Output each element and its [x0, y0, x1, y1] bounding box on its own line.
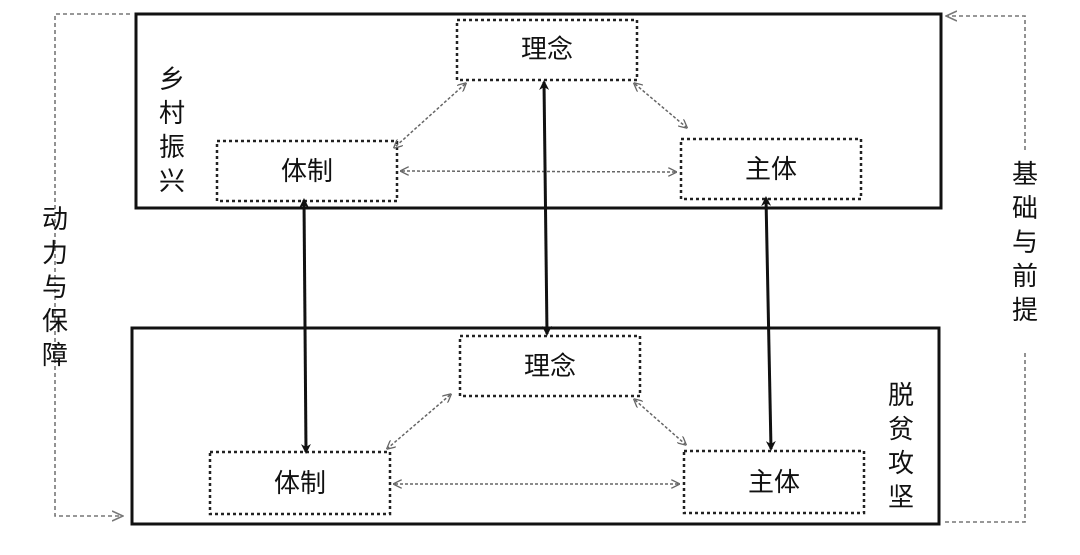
top-concept-system-link — [395, 84, 465, 147]
bottom-concept-subject-link — [635, 400, 685, 444]
top-concept-subject-link — [635, 84, 686, 127]
right-side-label: 基 础 与 前 提 — [1012, 160, 1038, 326]
svg-text:础: 础 — [1012, 194, 1038, 224]
top-panel-title: 乡 村 振 兴 — [159, 65, 185, 197]
top-panel-frame — [134, 12, 943, 210]
top-subject-label: 主体 — [745, 155, 797, 185]
svg-text:保: 保 — [42, 307, 68, 337]
bottom-panel-title: 脱 贫 攻 坚 — [888, 381, 914, 513]
left-side-label: 动 力 与 保 障 — [42, 205, 68, 371]
svg-text:前: 前 — [1012, 262, 1038, 292]
bottom-concept-label: 理念 — [524, 352, 576, 382]
bottom-concept-system-link — [388, 395, 450, 448]
svg-text:兴: 兴 — [159, 167, 185, 197]
svg-text:村: 村 — [159, 99, 185, 129]
concept-vertical-link — [539, 80, 552, 336]
top-system-subject-link — [402, 171, 675, 172]
right-bracket-line-upper — [947, 16, 1026, 150]
top-concept-node: 理念 — [455, 18, 639, 82]
system-vertical-link — [299, 198, 311, 454]
left-bracket-line — [54, 13, 130, 516]
svg-text:基: 基 — [1012, 160, 1038, 190]
top-concept-label: 理念 — [521, 35, 573, 65]
right-bracket-line — [945, 350, 1026, 523]
svg-text:与: 与 — [42, 273, 68, 303]
top-system-label: 体制 — [281, 157, 333, 187]
bottom-system-label: 体制 — [274, 469, 326, 499]
svg-text:动: 动 — [42, 205, 68, 235]
svg-text:与: 与 — [1012, 228, 1038, 258]
svg-text:脱: 脱 — [888, 381, 914, 411]
bottom-concept-node: 理念 — [458, 334, 642, 398]
top-system-node: 体制 — [215, 139, 399, 203]
bottom-subject-label: 主体 — [748, 468, 800, 498]
bottom-system-node: 体制 — [208, 450, 392, 516]
svg-text:振: 振 — [159, 133, 185, 163]
top-subject-node: 主体 — [679, 137, 863, 201]
bottom-subject-node: 主体 — [682, 449, 866, 515]
subject-vertical-link — [761, 196, 776, 451]
svg-text:攻: 攻 — [888, 449, 914, 479]
bottom-panel-frame — [130, 326, 941, 526]
svg-text:坚: 坚 — [888, 483, 914, 513]
svg-text:力: 力 — [42, 239, 68, 269]
svg-text:贫: 贫 — [888, 415, 914, 445]
svg-text:提: 提 — [1012, 296, 1038, 326]
svg-text:乡: 乡 — [159, 65, 185, 95]
svg-text:障: 障 — [42, 341, 68, 371]
